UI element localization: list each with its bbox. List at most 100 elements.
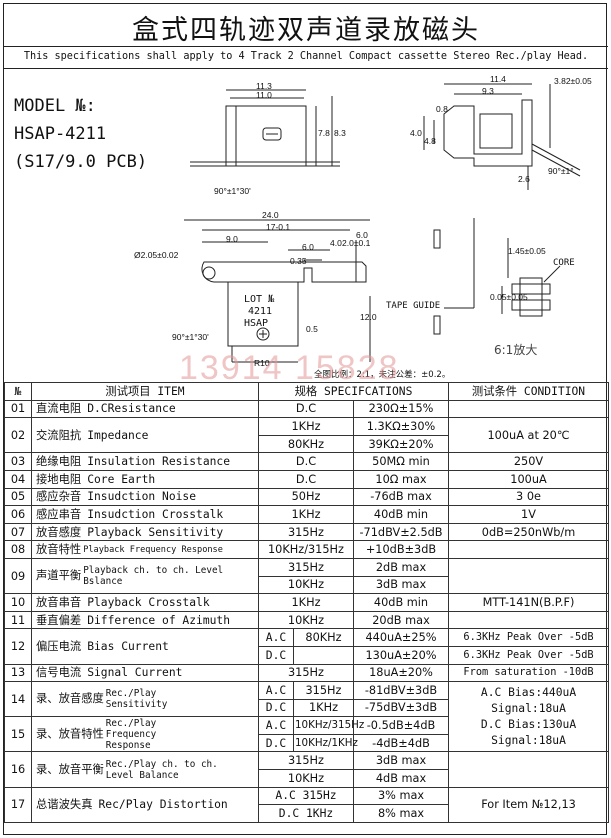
col-header-no: № bbox=[4, 382, 32, 401]
spec-condition: D.C bbox=[258, 469, 354, 489]
item-en: Playback Frequency Response bbox=[83, 544, 223, 555]
dim-label: 11.3 bbox=[256, 81, 272, 91]
test-condition: 0dB=250nWb/m bbox=[448, 522, 610, 542]
spec-condition: 315Hz bbox=[258, 557, 354, 577]
row-item: 接地电阻 Core Earth bbox=[31, 469, 259, 489]
spec-value: 10Ω max bbox=[352, 469, 450, 489]
model-label: MODEL №: bbox=[14, 96, 96, 116]
item-zh: 感应杂音 bbox=[36, 490, 82, 504]
spec-condition: 50Hz bbox=[258, 487, 354, 507]
item-en: Playback Crosstalk bbox=[87, 595, 210, 609]
test-condition bbox=[448, 610, 610, 630]
title-divider bbox=[4, 46, 608, 47]
item-en: Core Earth bbox=[87, 472, 156, 486]
spec-value: 40dB min bbox=[352, 593, 450, 612]
spec-condition: 10KHz/315Hz bbox=[258, 540, 354, 559]
core-label: CORE bbox=[553, 258, 575, 268]
head-marking-model: HSAP bbox=[244, 318, 269, 329]
item-en: Rec./Play ch. to ch. Level Balance bbox=[105, 758, 218, 781]
dim-label: 0.8 bbox=[436, 104, 448, 114]
model-pcb: (S17/9.0 PCB) bbox=[14, 152, 148, 172]
head-marking-number: 4211 bbox=[248, 306, 273, 317]
mode-label: D.C bbox=[258, 698, 294, 718]
row-number: 04 bbox=[4, 469, 32, 489]
spec-condition: 10KHz bbox=[258, 575, 354, 595]
test-condition: For Item №12,13 bbox=[448, 786, 610, 823]
dim-label: 90°±1° bbox=[548, 166, 574, 176]
spec-value: 3% max bbox=[352, 786, 450, 806]
spec-value: 39KΩ±20% bbox=[352, 434, 450, 454]
head-body-side bbox=[225, 105, 307, 167]
dim-label: 4.0 bbox=[410, 128, 422, 138]
item-en: Bias Current bbox=[87, 639, 169, 653]
dim-label: 1.45±0.05 bbox=[508, 246, 546, 256]
item-zh: 声道平衡 bbox=[36, 569, 82, 583]
test-condition bbox=[448, 557, 610, 595]
item-en: D.CResistance bbox=[87, 402, 176, 416]
row-number: 11 bbox=[4, 610, 32, 630]
head-gap-window bbox=[262, 127, 282, 141]
test-condition: 100uA at 20℃ bbox=[448, 417, 610, 454]
row-number: 06 bbox=[4, 505, 32, 524]
mode-label: A.C bbox=[258, 628, 294, 647]
technical-drawing: MODEL №: HSAP-4211 (S17/9.0 PCB) bbox=[4, 70, 608, 382]
item-en: Rec/Play Distortion bbox=[98, 798, 228, 812]
table-row: D.C 10KHz/1KHz -4dB±4dB bbox=[5, 733, 609, 753]
test-condition: 1V bbox=[448, 505, 610, 524]
spec-condition: 315Hz bbox=[258, 522, 354, 542]
spec-value: -76dB max bbox=[352, 487, 450, 507]
tape-guide-label: TAPE GUIDE bbox=[386, 301, 441, 311]
item-zh: 总谐波失真 bbox=[36, 798, 93, 812]
dim-label: 6.0 bbox=[356, 230, 368, 240]
spec-value: 3dB max bbox=[352, 575, 450, 595]
page-title: 盒式四轨迹双声道录放磁头 bbox=[132, 15, 480, 46]
item-zh: 放音特性 bbox=[36, 543, 82, 557]
spec-condition: 10KHz/315Hz bbox=[293, 716, 364, 735]
page-subtitle: This specifications shall apply to 4 Tra… bbox=[23, 51, 589, 62]
dim-label: 4.8 bbox=[424, 136, 436, 146]
item-en: Insudction Noise bbox=[87, 490, 197, 504]
spec-condition: D.C bbox=[258, 399, 354, 419]
dim-label: 0.05±0.05 bbox=[490, 292, 528, 302]
bias-line: Signal:18uA bbox=[491, 733, 566, 747]
spec-condition: 1KHz bbox=[258, 505, 354, 524]
spec-condition: A.C 315Hz bbox=[258, 786, 354, 806]
subtitle-divider bbox=[4, 68, 608, 69]
bias-line: A.C Bias:440uA bbox=[480, 685, 577, 699]
item-zh: 信号电流 bbox=[36, 666, 82, 680]
bias-conditions: A.C Bias:440uA Signal:18uA D.C Bias:130u… bbox=[448, 681, 610, 753]
item-zh: 感应串音 bbox=[36, 507, 82, 521]
spec-value: 4dB max bbox=[352, 769, 450, 788]
magnification-label: 6:1放大 bbox=[494, 343, 538, 357]
mode-label: A.C bbox=[258, 681, 294, 700]
item-zh: 录、放音特性 bbox=[36, 727, 104, 741]
scale-note: 全图比例：2:1，未注公差：±0.2。 bbox=[314, 370, 451, 380]
spec-value: -4dB±4dB bbox=[352, 733, 450, 753]
spec-value: -0.5dB±4dB bbox=[352, 716, 450, 735]
test-condition: MTT-141N(B.P.F) bbox=[448, 593, 610, 612]
item-zh: 接地电阻 bbox=[36, 472, 82, 486]
table-row: D.C 130uA±20% 6.3KHz Peak Over -5dB bbox=[5, 645, 610, 665]
item-zh: 放音感度 bbox=[36, 525, 82, 539]
item-en: Insulation Resistance bbox=[87, 455, 231, 469]
test-condition bbox=[448, 751, 610, 788]
spec-condition: 315Hz bbox=[258, 663, 354, 683]
item-en: Playback Sensitivity bbox=[87, 525, 224, 539]
dim-label: 0.35 bbox=[290, 256, 307, 266]
spec-value: 230Ω±15% bbox=[352, 399, 450, 419]
item-zh: 垂直偏差 bbox=[36, 613, 82, 627]
item-en: Impedance bbox=[87, 428, 149, 442]
spec-condition: 80KHz bbox=[293, 628, 354, 647]
